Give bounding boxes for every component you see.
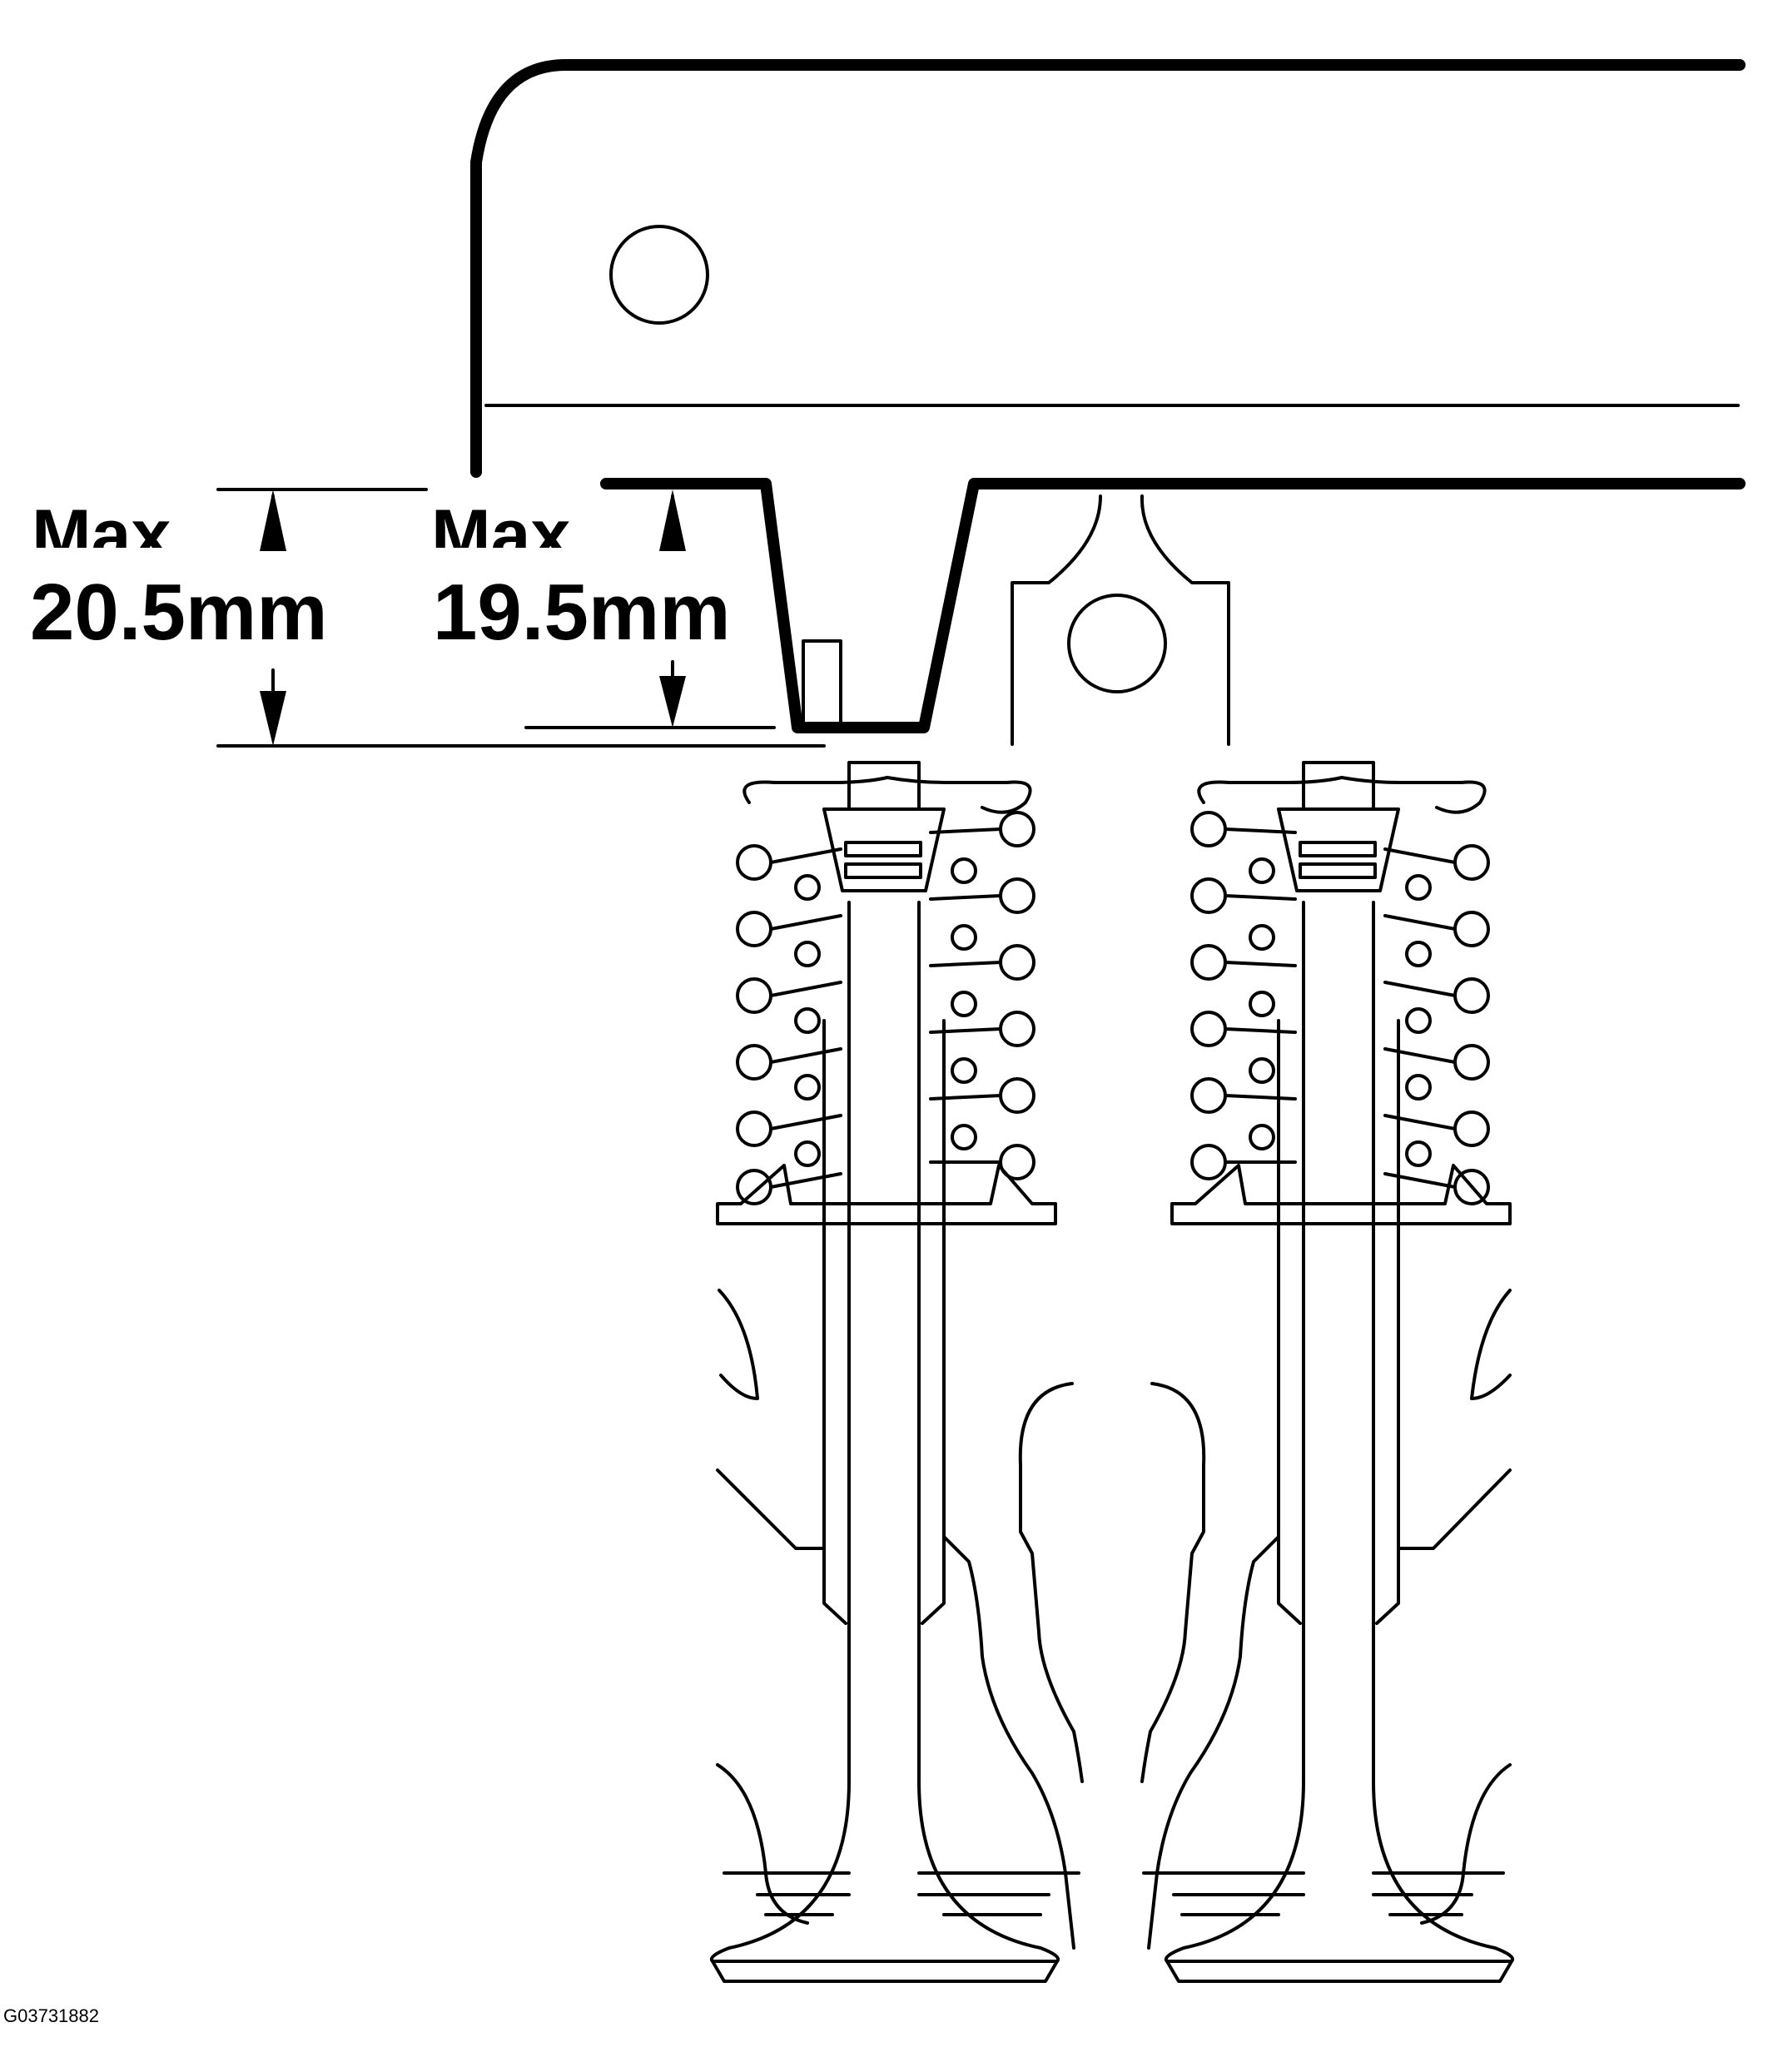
valve-stem-left xyxy=(710,901,1060,1963)
keeper-band-1-left xyxy=(844,841,922,857)
valve-spring-right xyxy=(1190,811,1490,1205)
port-wall-left-a xyxy=(718,1289,759,1400)
port-wall-left-b xyxy=(716,1468,826,1550)
figure-id: G03731882 xyxy=(3,2005,99,2026)
spring-retainer-left xyxy=(742,776,1032,814)
right-max-label: Max xyxy=(431,499,571,548)
valve-guide-left xyxy=(822,1019,946,1625)
measuring-gauge xyxy=(470,59,1746,733)
arrow-up-left xyxy=(260,489,286,551)
center-runner xyxy=(1018,1382,1206,1783)
keeper-band-2-left xyxy=(844,862,922,879)
spring-seat-right xyxy=(1170,1164,1512,1225)
port-wall-right-a xyxy=(1470,1289,1512,1400)
seat-lines-left xyxy=(723,1871,851,1916)
keeper-band-1-right xyxy=(1299,841,1377,857)
pivot-hole xyxy=(1067,594,1167,693)
arrow-up-right xyxy=(659,489,686,551)
port-wall-right-c xyxy=(1420,1763,1512,1925)
valve-assembly-right xyxy=(1142,761,1514,1983)
port-wall-left-of-right xyxy=(1147,1535,1280,1950)
center-pivot xyxy=(1011,494,1230,746)
valve-face-left xyxy=(711,1960,1059,1983)
port-wall-left-c xyxy=(716,1763,809,1925)
pivot-tower xyxy=(1011,494,1230,746)
gauge-outline xyxy=(470,59,1746,478)
valve-face-right xyxy=(1165,1960,1513,1983)
valve-tip-right xyxy=(1302,761,1375,811)
left-max-label: Max xyxy=(32,499,171,548)
valve-spring-left xyxy=(736,811,1035,1205)
keeper-band-2-right xyxy=(1299,862,1377,879)
valve-tip-left xyxy=(847,761,921,811)
spring-seat-left xyxy=(716,1164,1057,1225)
seat-lines-left-of-right xyxy=(1142,1871,1305,1916)
right-value-label: 19.5mm xyxy=(433,568,731,657)
dimension-20-5 xyxy=(216,488,826,748)
dimension-19-5 xyxy=(524,489,776,729)
arrow-down-right xyxy=(659,676,686,728)
valve-assembly-left xyxy=(710,761,1080,1983)
seat-lines-right xyxy=(1372,1871,1505,1916)
valve-stem-right xyxy=(1165,901,1514,1963)
port-wall-right-b xyxy=(1397,1468,1512,1550)
gauge-step-block xyxy=(802,639,842,729)
valve-guide-right xyxy=(1277,1019,1400,1625)
port-wall-right-of-left xyxy=(942,1535,1075,1950)
seat-lines-right-of-left xyxy=(917,1871,1080,1916)
gauge-hole-left xyxy=(609,225,709,325)
gauge-bottom-edge xyxy=(600,478,1746,733)
left-value-label: 20.5mm xyxy=(30,568,328,657)
spring-retainer-right xyxy=(1197,776,1487,814)
arrow-down-left xyxy=(260,691,286,746)
